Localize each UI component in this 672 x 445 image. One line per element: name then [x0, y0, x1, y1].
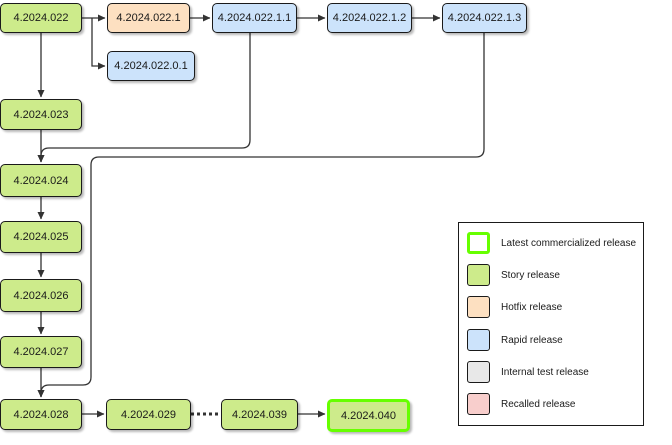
- legend-item-recalled: Recalled release: [467, 391, 576, 417]
- release-node-4-2024-026[interactable]: 4.2024.026: [0, 279, 82, 312]
- legend-label-recalled: Recalled release: [501, 398, 576, 410]
- legend-swatch-story: [467, 264, 490, 286]
- legend-label-latest: Latest commercialized release: [501, 237, 637, 249]
- release-node-4-2024-022-1-2[interactable]: 4.2024.022.1.2: [327, 3, 412, 33]
- edge-022-1-3-to-028: [37, 33, 485, 398]
- release-node-4-2024-022-1-3[interactable]: 4.2024.022.1.3: [442, 3, 527, 33]
- release-node-4-2024-039[interactable]: 4.2024.039: [221, 399, 298, 430]
- release-node-4-2024-023[interactable]: 4.2024.023: [0, 99, 82, 130]
- legend-swatch-recalled: [467, 393, 490, 415]
- legend-label-rapid: Rapid release: [501, 334, 563, 346]
- legend-panel: Latest commercialized release Story rele…: [458, 222, 644, 426]
- legend-label-internal: Internal test release: [501, 366, 589, 378]
- release-node-4-2024-022-1[interactable]: 4.2024.022.1: [107, 3, 190, 33]
- legend-label-story: Story release: [501, 269, 560, 281]
- legend-swatch-internal: [467, 361, 490, 383]
- legend-label-hotfix: Hotfix release: [501, 301, 563, 313]
- legend-item-story: Story release: [467, 262, 560, 288]
- release-node-4-2024-022-0-1[interactable]: 4.2024.022.0.1: [107, 51, 195, 81]
- legend-item-internal: Internal test release: [467, 359, 589, 385]
- release-node-4-2024-029[interactable]: 4.2024.029: [106, 399, 191, 430]
- release-node-4-2024-022[interactable]: 4.2024.022: [0, 3, 82, 33]
- release-node-4-2024-028[interactable]: 4.2024.028: [0, 399, 82, 430]
- release-node-4-2024-025[interactable]: 4.2024.025: [0, 221, 82, 253]
- release-node-4-2024-024[interactable]: 4.2024.024: [0, 164, 82, 197]
- release-node-4-2024-022-1-1[interactable]: 4.2024.022.1.1: [212, 3, 297, 33]
- legend-item-hotfix: Hotfix release: [467, 294, 562, 320]
- legend-swatch-hotfix: [467, 296, 490, 318]
- release-node-4-2024-040-latest[interactable]: 4.2024.040: [327, 399, 410, 432]
- legend-item-latest: Latest commercialized release: [467, 230, 636, 256]
- legend-swatch-rapid: [467, 329, 490, 351]
- legend-item-rapid: Rapid release: [467, 327, 563, 353]
- legend-swatch-latest: [467, 232, 490, 254]
- edge-branch-to-022-0-1: [91, 18, 106, 70]
- release-node-4-2024-027[interactable]: 4.2024.027: [0, 336, 82, 368]
- edge-022-1-1-to-024: [37, 33, 251, 163]
